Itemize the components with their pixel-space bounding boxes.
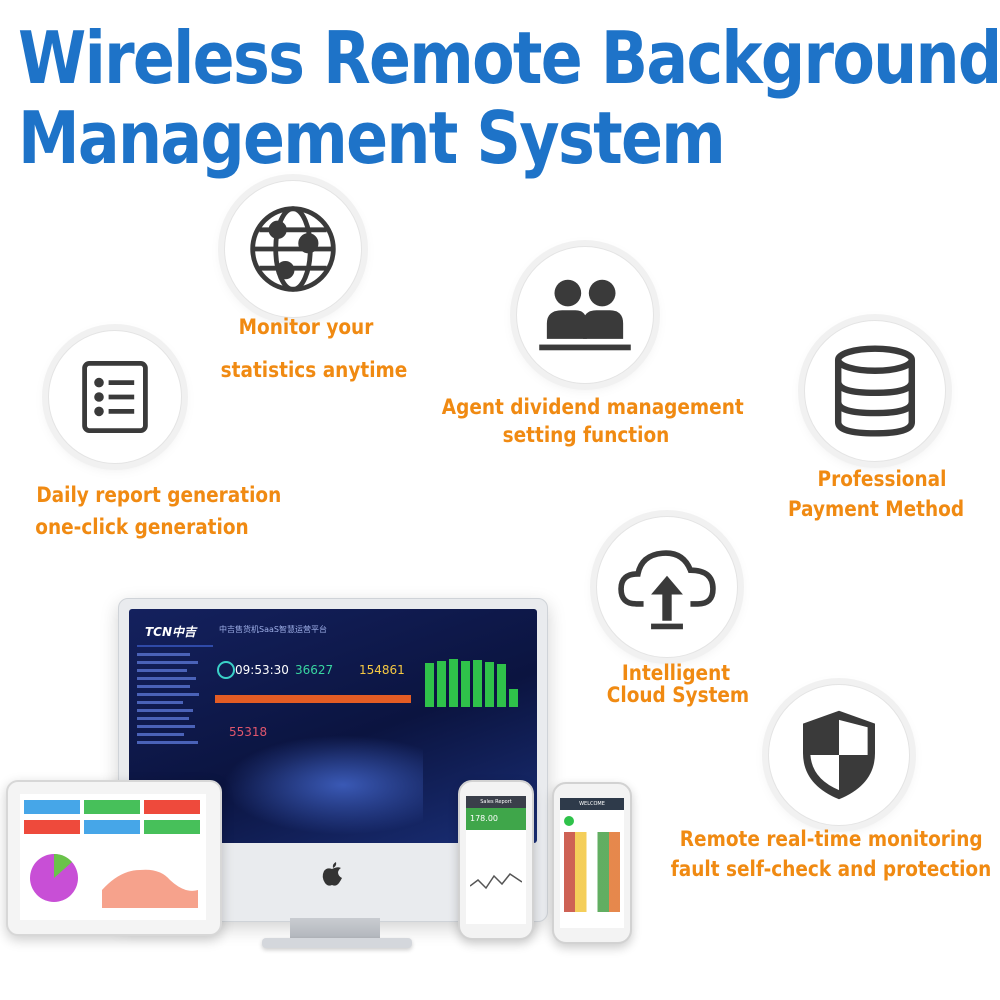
headline-line-2: Management System: [18, 96, 726, 180]
shield-icon: [803, 710, 875, 800]
stat-value-2: 154861: [359, 663, 405, 677]
agent-feature-line-2: setting function: [502, 423, 670, 447]
clock-time: 09:53:30: [235, 663, 289, 677]
dashboard-screen: TCN中吉 中吉售货机SaaS智慧运营平台 09:53:30 36627 154…: [129, 609, 537, 843]
agent-feature-circle: [516, 246, 654, 384]
monitor-stand-base: [262, 938, 412, 948]
brand-logo: TCN中吉: [145, 625, 197, 639]
pie-chart: [30, 853, 78, 902]
phone-sales-amount: 178.00: [466, 808, 526, 830]
security-feature-line-2: fault self-check and protection: [670, 857, 992, 881]
database-icon: [834, 345, 916, 437]
left-stats-panel: [137, 645, 213, 835]
cloud-feature-line-2: Cloud System: [606, 683, 750, 707]
product-grid: [564, 832, 620, 912]
daily-feature-circle: [48, 330, 182, 464]
phone-line-chart: [470, 872, 522, 890]
payment-feature-line-1: Professional: [817, 467, 947, 491]
phone-sales-screen: Sales Report 178.00: [466, 796, 526, 924]
security-feature-line-1: Remote real-time monitoring: [679, 827, 983, 851]
headline-line-1: Wireless Remote Background: [18, 16, 1000, 100]
monitor-feature-circle: [224, 180, 362, 318]
daily-feature-line-2: one-click generation: [35, 515, 249, 539]
daily-feature-line-1: Daily report generation: [36, 483, 282, 507]
tablet-device: [6, 780, 222, 936]
area-chart: [102, 869, 198, 908]
progress-bar: [215, 695, 411, 703]
clock-icon: [217, 661, 235, 679]
map-area: [223, 735, 423, 835]
payment-feature-line-2: Payment Method: [788, 497, 965, 521]
phone-sales-report: Sales Report 178.00: [458, 780, 534, 940]
monitor-feature-line-2: statistics anytime: [220, 358, 408, 382]
users-icon: [539, 279, 631, 351]
tablet-dashboard-screen: [20, 794, 206, 920]
cloud-feature-circle: [596, 516, 738, 658]
stat-value-1: 36627: [295, 663, 334, 677]
globe-network-icon: [250, 206, 336, 292]
bar-chart: [425, 659, 518, 707]
phone-shop: WELCOME: [552, 782, 632, 944]
phone-shop-title: WELCOME: [560, 798, 624, 810]
cloud-feature-line-1: Intelligent: [621, 661, 731, 685]
apple-logo: [322, 862, 342, 886]
payment-feature-circle: [804, 320, 946, 462]
dashboard-title: 中吉售货机SaaS智慧运营平台: [219, 625, 327, 634]
cloud-upload-icon: [618, 550, 716, 630]
list-document-icon: [82, 361, 148, 433]
agent-feature-line-1: Agent dividend management: [441, 395, 744, 419]
security-feature-circle: [768, 684, 910, 826]
monitor-feature-line-1: Monitor your: [238, 315, 374, 339]
phone-shop-screen: WELCOME: [560, 798, 624, 928]
phone-sales-title: Sales Report: [466, 796, 526, 808]
